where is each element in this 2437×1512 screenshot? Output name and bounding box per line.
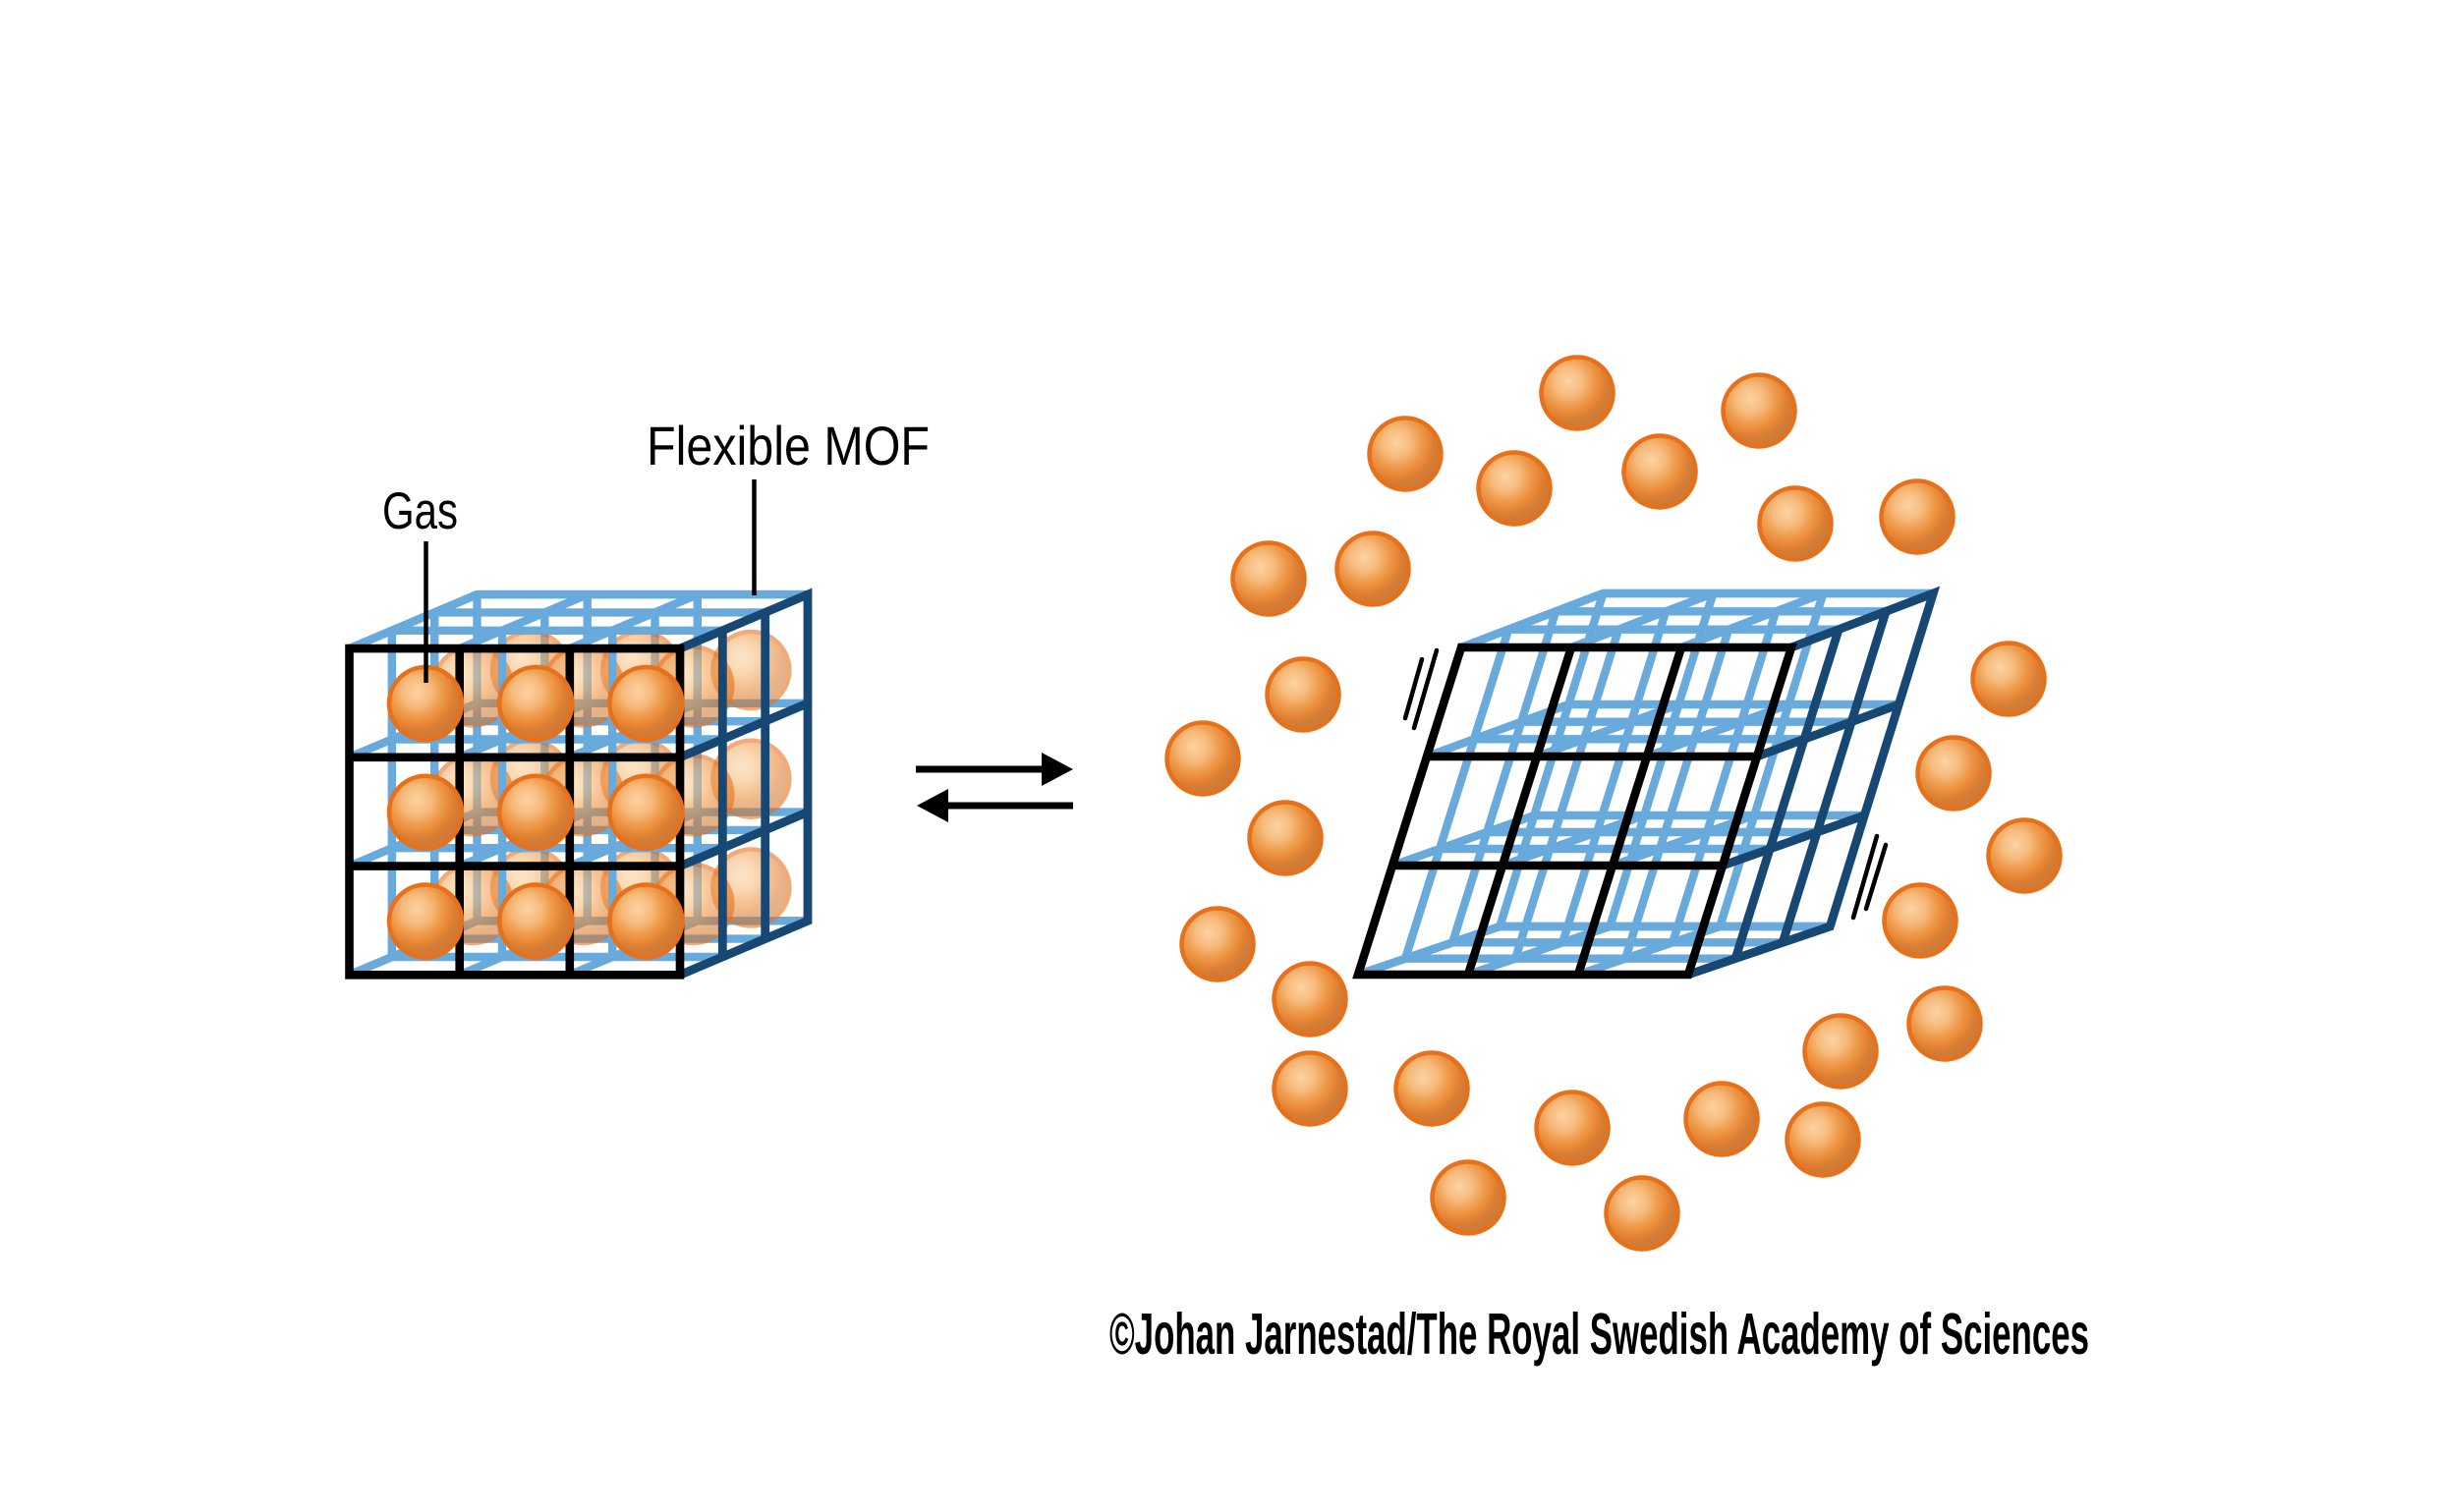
svg-text:Gas: Gas xyxy=(382,482,458,540)
svg-text:©Johan Jarnestad/The Royal Swe: ©Johan Jarnestad/The Royal Swedish Acade… xyxy=(1109,1302,2089,1367)
svg-text:Flexible MOF: Flexible MOF xyxy=(647,415,930,476)
